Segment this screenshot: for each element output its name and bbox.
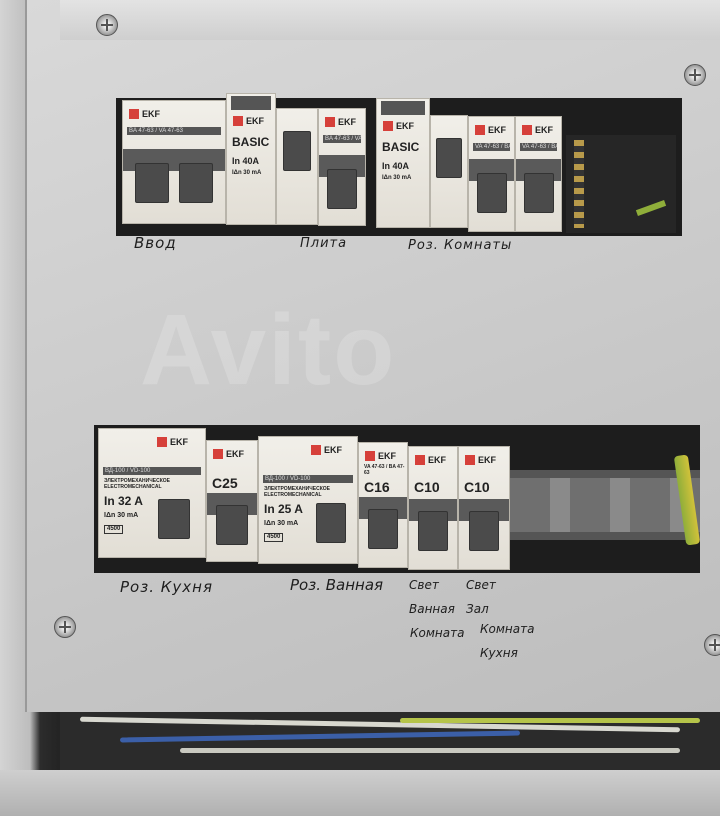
rcd-1-lever-housing <box>276 108 318 225</box>
rcd-toggle[interactable] <box>315 503 346 543</box>
ekf-logo: EKF <box>157 437 188 447</box>
rooms-breaker-2[interactable]: EKF VA 47-63 / BA 47-63 <box>515 116 562 232</box>
label-light-2: Свет <box>466 578 496 592</box>
ekf-logo: EKF <box>383 121 414 131</box>
breaker-c16[interactable]: EKF VA 47-63 / BA 47-63 C16 <box>358 442 408 568</box>
watermark: Avito <box>140 294 397 406</box>
rcd-basic-1[interactable]: EKF BASIC In 40A IΔn 30 mA <box>226 93 276 225</box>
breaker-toggle[interactable] <box>368 509 398 549</box>
breaker-toggle[interactable] <box>523 173 554 213</box>
label-light-2-kitchen: Кухня <box>480 646 518 660</box>
label-light-1-bath: Ванная <box>409 602 455 616</box>
enclosure-bottom <box>0 770 720 816</box>
rcd-code: 4500 <box>104 525 124 534</box>
label-light-1: Свет <box>409 578 439 592</box>
breaker-model: VA 47-63 / BA 47-63 <box>364 464 405 476</box>
label-stove: Плита <box>300 236 348 251</box>
rcd-type: ЭЛЕКТРОМЕХАНИЧЕСКОЕ ELECTROMECHANICAL <box>264 486 330 498</box>
panel-top-edge <box>60 0 720 40</box>
din-rail <box>510 470 700 540</box>
breaker-rating: C25 <box>212 475 238 491</box>
breaker-rating: C10 <box>414 479 440 495</box>
rcd-basic-2[interactable]: EKF BASIC In 40A IΔn 30 mA <box>376 98 430 228</box>
ekf-logo: EKF <box>522 125 553 135</box>
ekf-logo: EKF <box>475 125 506 135</box>
rcd-rating: In 40A <box>382 161 410 171</box>
main-input-breaker[interactable]: EKF BA 47-63 / VA 47-63 <box>122 100 226 224</box>
terminal-block <box>566 135 676 233</box>
breaker-c10-a[interactable]: EKF C10 <box>408 446 458 570</box>
ekf-logo: EKF <box>311 445 342 455</box>
rcd-leak: IΔn 30 mA <box>264 520 299 527</box>
rcd-model: ВД-100 / VD-100 <box>263 475 353 483</box>
stove-breaker[interactable]: EKF BA 47-63 / VA 47-63 <box>318 108 366 226</box>
rcd-rating: In 40A <box>232 156 260 166</box>
rcd-code: 4500 <box>264 533 284 542</box>
breaker-toggle[interactable] <box>469 511 499 551</box>
ekf-logo: EKF <box>365 451 396 461</box>
breaker-model: VA 47-63 / BA 47-63 <box>473 143 510 151</box>
screw-icon <box>54 616 76 638</box>
breaker-toggle[interactable] <box>134 163 169 203</box>
breaker-rating: C10 <box>464 479 490 495</box>
breaker-rating: C16 <box>364 479 390 495</box>
ekf-logo: EKF <box>129 109 160 119</box>
breaker-toggle[interactable] <box>327 169 357 209</box>
breaker-toggle[interactable] <box>418 511 448 551</box>
rooms-breaker-1[interactable]: EKF VA 47-63 / BA 47-63 <box>468 116 515 232</box>
rcd-leak: IΔn 30 mA <box>382 175 412 181</box>
rcd-toggle[interactable] <box>283 131 311 171</box>
label-input: Ввод <box>134 234 177 252</box>
ekf-logo: EKF <box>415 455 446 465</box>
ekf-logo: EKF <box>233 116 264 126</box>
breaker-model: BA 47-63 / VA 47-63 <box>323 135 361 143</box>
screw-icon <box>96 14 118 36</box>
rcd-type: ЭЛЕКТРОМЕХАНИЧЕСКОЕ ELECTROMECHANICAL <box>104 478 170 490</box>
breaker-model: VA 47-63 / BA 47-63 <box>520 143 557 151</box>
breaker-toggle[interactable] <box>216 505 248 545</box>
rcd-kitchen[interactable]: EKF ВД-100 / VD-100 ЭЛЕКТРОМЕХАНИЧЕСКОЕ … <box>98 428 206 558</box>
ekf-logo: EKF <box>213 449 244 459</box>
cable-area <box>60 712 720 772</box>
label-rooms-sockets: Роз. Комнаты <box>408 238 513 253</box>
rcd-rating: In 25 A <box>264 502 303 516</box>
breaker-toggle[interactable] <box>179 163 214 203</box>
screw-icon <box>704 634 720 656</box>
breaker-c25[interactable]: EKF C25 <box>206 440 258 562</box>
rcd-leak: IΔn 30 mA <box>232 170 262 176</box>
ekf-logo: EKF <box>465 455 496 465</box>
breaker-c10-b[interactable]: EKF C10 <box>458 446 510 570</box>
rcd-series: BASIC <box>232 135 270 149</box>
rcd-toggle[interactable] <box>436 138 462 178</box>
label-light-2-hall: Зал <box>466 602 489 616</box>
breaker-toggle[interactable] <box>476 173 507 213</box>
label-bathroom-sockets: Роз. Ванная <box>290 576 384 594</box>
screw-icon <box>684 64 706 86</box>
label-light-2-room: Комната <box>480 622 535 636</box>
rcd-series: BASIC <box>382 140 420 154</box>
breaker-model: BA 47-63 / VA 47-63 <box>127 127 221 135</box>
rcd-toggle[interactable] <box>158 499 191 539</box>
label-light-1-room: Комната <box>410 626 465 640</box>
label-kitchen-sockets: Роз. Кухня <box>120 578 213 596</box>
rcd-bathroom[interactable]: EKF ВД-100 / VD-100 ЭЛЕКТРОМЕХАНИЧЕСКОЕ … <box>258 436 358 564</box>
rcd-2-lever-housing <box>430 115 468 228</box>
rcd-leak: IΔn 30 mA <box>104 512 139 519</box>
rcd-model: ВД-100 / VD-100 <box>103 467 201 475</box>
rcd-rating: In 32 A <box>104 494 143 508</box>
ekf-logo: EKF <box>325 117 356 127</box>
